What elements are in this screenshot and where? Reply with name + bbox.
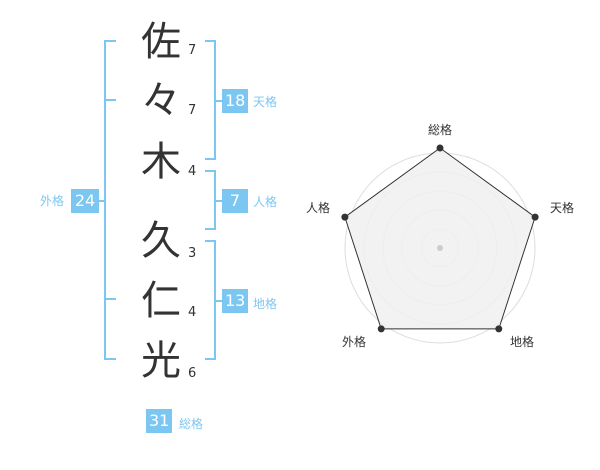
radar-point <box>495 325 503 333</box>
name-char-2: 々 <box>141 78 181 124</box>
tenkaku-label: 天格 <box>253 95 278 109</box>
name-char-5: 仁 <box>141 278 181 324</box>
chikaku-value: 13 <box>222 289 249 313</box>
jinkaku-label: 人格 <box>253 195 278 209</box>
radar-axis-label-2: 天格 <box>550 200 574 215</box>
soukaku-value: 31 <box>146 409 173 433</box>
radar-axis-label-3: 地格 <box>510 334 534 349</box>
name-char-3: 木 <box>141 139 181 185</box>
stroke-count-2: 7 <box>188 103 197 118</box>
radar-point <box>436 144 444 152</box>
stroke-count-4: 3 <box>188 246 197 261</box>
tenkaku-value: 18 <box>222 89 249 113</box>
radar-point <box>377 325 385 333</box>
chikaku-label: 地格 <box>253 297 278 311</box>
stroke-count-1: 7 <box>188 43 197 58</box>
radar-area <box>344 147 536 330</box>
gaikaku-value: 24 <box>71 189 99 213</box>
gaikaku-label: 外格 <box>40 194 65 208</box>
radar-center-dot <box>437 245 443 251</box>
name-char-1: 佐 <box>141 19 181 65</box>
radar-axis-label-1: 総格 <box>428 122 452 137</box>
radar-point <box>531 213 539 221</box>
stroke-count-5: 4 <box>188 305 197 320</box>
stroke-count-3: 4 <box>188 164 197 179</box>
soukaku-label: 総格 <box>179 417 204 431</box>
stroke-count-6: 6 <box>188 366 197 381</box>
name-char-6: 光 <box>141 338 181 384</box>
radar-point <box>341 213 349 221</box>
radar-axis-label-5: 人格 <box>306 200 330 215</box>
radar-axis-label-4: 外格 <box>342 334 366 349</box>
radar-points <box>341 144 539 333</box>
jinkaku-value: 7 <box>222 189 248 213</box>
name-char-4: 久 <box>141 218 181 264</box>
